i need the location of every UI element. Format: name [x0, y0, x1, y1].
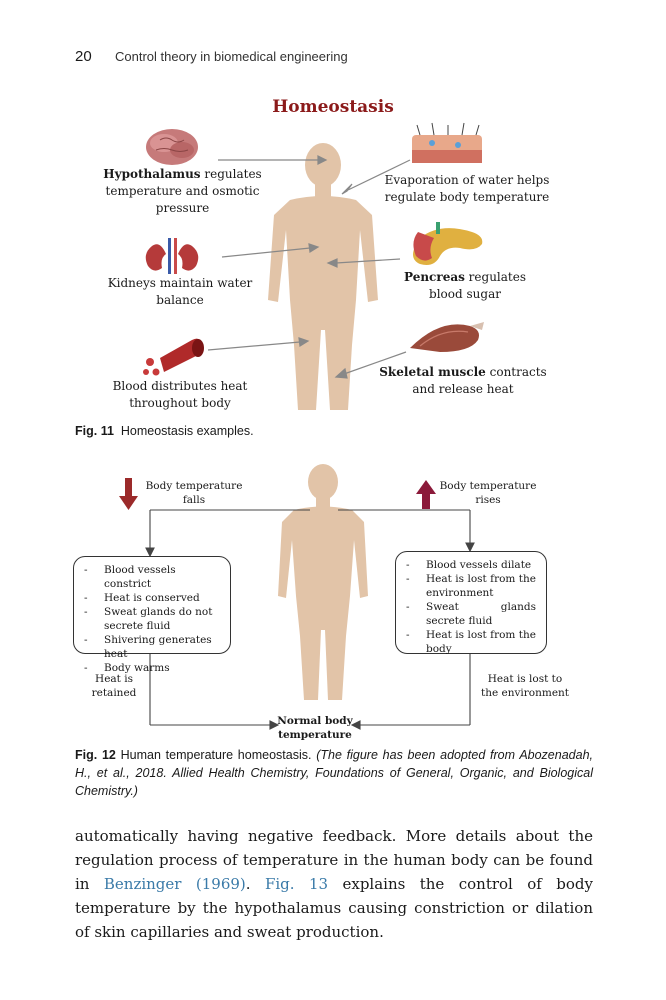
- list-item: Sweat glands do not secrete fluid: [84, 605, 220, 633]
- list-item: Heat is lost from the body: [406, 628, 536, 656]
- heat-loss-box: Blood vessels dilate Heat is lost from t…: [395, 551, 547, 656]
- skin-evaporation-icon: [412, 122, 482, 163]
- figure-13-link[interactable]: Fig. 13: [264, 875, 329, 893]
- kidneys-icon: [145, 238, 199, 274]
- heat-lost-label: Heat is lost to the environment: [480, 673, 570, 699]
- normal-temperature-label: Normal body temperature: [277, 715, 353, 741]
- page-number: 20: [75, 48, 92, 65]
- temperature-rises-arrow: [416, 480, 436, 509]
- running-title: Control theory in biomedical engineering: [115, 49, 348, 64]
- list-item: Heat is conserved: [84, 591, 220, 605]
- muscle-label: Skeletal muscle contracts and release he…: [379, 365, 547, 396]
- blood-vessel-icon: [143, 338, 204, 376]
- list-item: Blood vessels constrict: [84, 563, 220, 591]
- list-item: Heat is lost from the environment: [406, 572, 536, 600]
- figure-11-heading: Homeostasis: [272, 97, 394, 117]
- heat-conservation-box: Blood vessels constrict Heat is conserve…: [73, 556, 231, 675]
- list-item: Body warms: [84, 661, 220, 675]
- kidneys-label: Kidneys maintain water balance: [107, 276, 253, 307]
- pancreas-label: Pencreas regulates blood sugar: [404, 270, 526, 301]
- brain-icon: [146, 129, 198, 165]
- muscle-icon: [410, 322, 484, 352]
- list-item: Blood vessels dilate: [406, 558, 536, 572]
- list-item: Sweat glands secrete fluid: [406, 600, 536, 628]
- figure-11-caption: Fig. 11 Homeostasis examples.: [75, 424, 254, 438]
- figure-12-caption: Fig. 12 Human temperature homeostasis. (…: [75, 748, 593, 798]
- temperature-rises-label: Body temperature rises: [439, 480, 537, 506]
- blood-label: Blood distributes heat throughout body: [112, 379, 248, 410]
- temperature-falls-arrow: [119, 478, 138, 510]
- body-paragraph: automatically having negative feedback. …: [75, 827, 593, 941]
- list-item: Shivering generates heat: [84, 633, 220, 661]
- hypothalamus-label: Hypothalamus regulates temperature and o…: [103, 167, 262, 215]
- temperature-falls-label: Body temperature falls: [145, 480, 243, 506]
- human-silhouette-small: [278, 464, 368, 700]
- evaporation-label: Evaporation of water helps regulate body…: [384, 173, 550, 204]
- pancreas-icon: [413, 222, 483, 265]
- heat-retained-label: Heat is retained: [91, 673, 137, 699]
- benzinger-citation-link[interactable]: Benzinger (1969): [103, 875, 246, 893]
